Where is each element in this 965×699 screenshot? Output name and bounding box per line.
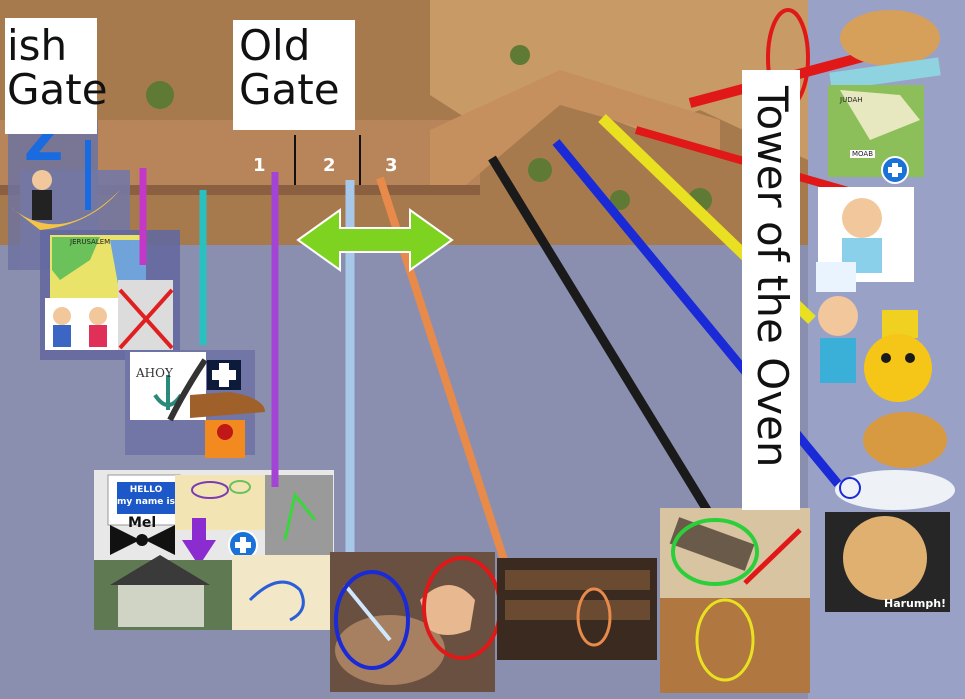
tool-handle	[669, 517, 755, 571]
tree	[610, 190, 630, 210]
map-region	[52, 237, 100, 280]
number-2: 2	[323, 155, 336, 176]
mountain-trail	[283, 491, 317, 541]
cookie	[843, 516, 927, 600]
purple-arrow-head	[182, 540, 216, 566]
black-line	[488, 155, 722, 531]
tree	[510, 45, 530, 65]
map-region	[840, 90, 920, 140]
old-gate-label: Old Gate	[233, 20, 355, 130]
yellow-circle-ring	[695, 598, 755, 682]
plus-v	[219, 363, 229, 387]
shoe-image	[190, 392, 265, 418]
house-roof	[110, 555, 210, 585]
green-circle-ring	[671, 518, 759, 586]
red-slash	[743, 528, 802, 585]
plus-v	[892, 163, 898, 177]
tower-of-the-oven-label: Tower of the Oven	[742, 70, 800, 510]
queen-robe	[89, 325, 107, 347]
king-face	[53, 307, 71, 325]
route-ring	[191, 481, 229, 499]
banana	[8, 190, 120, 230]
thinking-man-head	[818, 296, 858, 336]
hand	[420, 585, 475, 635]
fish-gate-label: ish Gate	[5, 18, 108, 134]
jerusalem-map-label: JERUSALEM	[70, 238, 111, 246]
ahoy-text: AHOY	[136, 366, 173, 380]
house-body	[118, 585, 204, 627]
airplane-body	[835, 470, 955, 510]
person-head	[32, 170, 52, 190]
number-1: 1	[253, 155, 266, 176]
bow-tie	[145, 525, 175, 555]
top-hat	[882, 310, 918, 338]
moab-map-label: MOAB	[850, 150, 876, 158]
blue-circle-ring	[334, 570, 410, 670]
thinking-emoji	[864, 334, 932, 402]
boy-face	[842, 198, 882, 238]
cookie-stack	[840, 10, 940, 66]
person-body	[32, 190, 52, 220]
emoji-eye	[905, 353, 915, 363]
river-route	[248, 580, 305, 622]
tree	[146, 81, 174, 109]
organ-rows	[505, 570, 650, 590]
blue-circle-ring	[839, 477, 861, 499]
milk-glass	[816, 262, 856, 292]
red-x	[118, 288, 174, 350]
mountain-image	[265, 475, 333, 555]
thinking-man-body	[820, 338, 856, 383]
tower-label-text: Tower of the Oven	[748, 86, 797, 468]
chisel-light	[343, 583, 392, 642]
tree	[528, 158, 552, 182]
purple-arrow-shaft	[192, 518, 206, 542]
wall-shadow	[0, 185, 480, 195]
route-ring	[229, 480, 251, 494]
emoji-eye	[881, 353, 891, 363]
road	[167, 358, 208, 422]
hello-name-tag: HELLO my name is	[117, 482, 175, 514]
plus-v	[240, 537, 246, 553]
king-robe	[53, 325, 71, 347]
city-wall-ramp	[430, 70, 720, 190]
green-double-arrow	[296, 208, 454, 272]
toothpaste-tube	[829, 57, 941, 91]
bow-knot	[136, 534, 148, 546]
judah-map-label: JUDAH	[840, 96, 863, 104]
mel-name: Mel	[128, 515, 157, 531]
bow-tie	[110, 525, 140, 555]
harumph-caption: Harumph!	[884, 597, 947, 610]
mesopotamia-map	[232, 555, 332, 630]
baking-soda-logo	[217, 424, 233, 440]
number-3: 3	[385, 155, 398, 176]
nuggets-image	[863, 412, 947, 468]
queen-face	[89, 307, 107, 325]
orange-circle-ring	[576, 587, 612, 647]
